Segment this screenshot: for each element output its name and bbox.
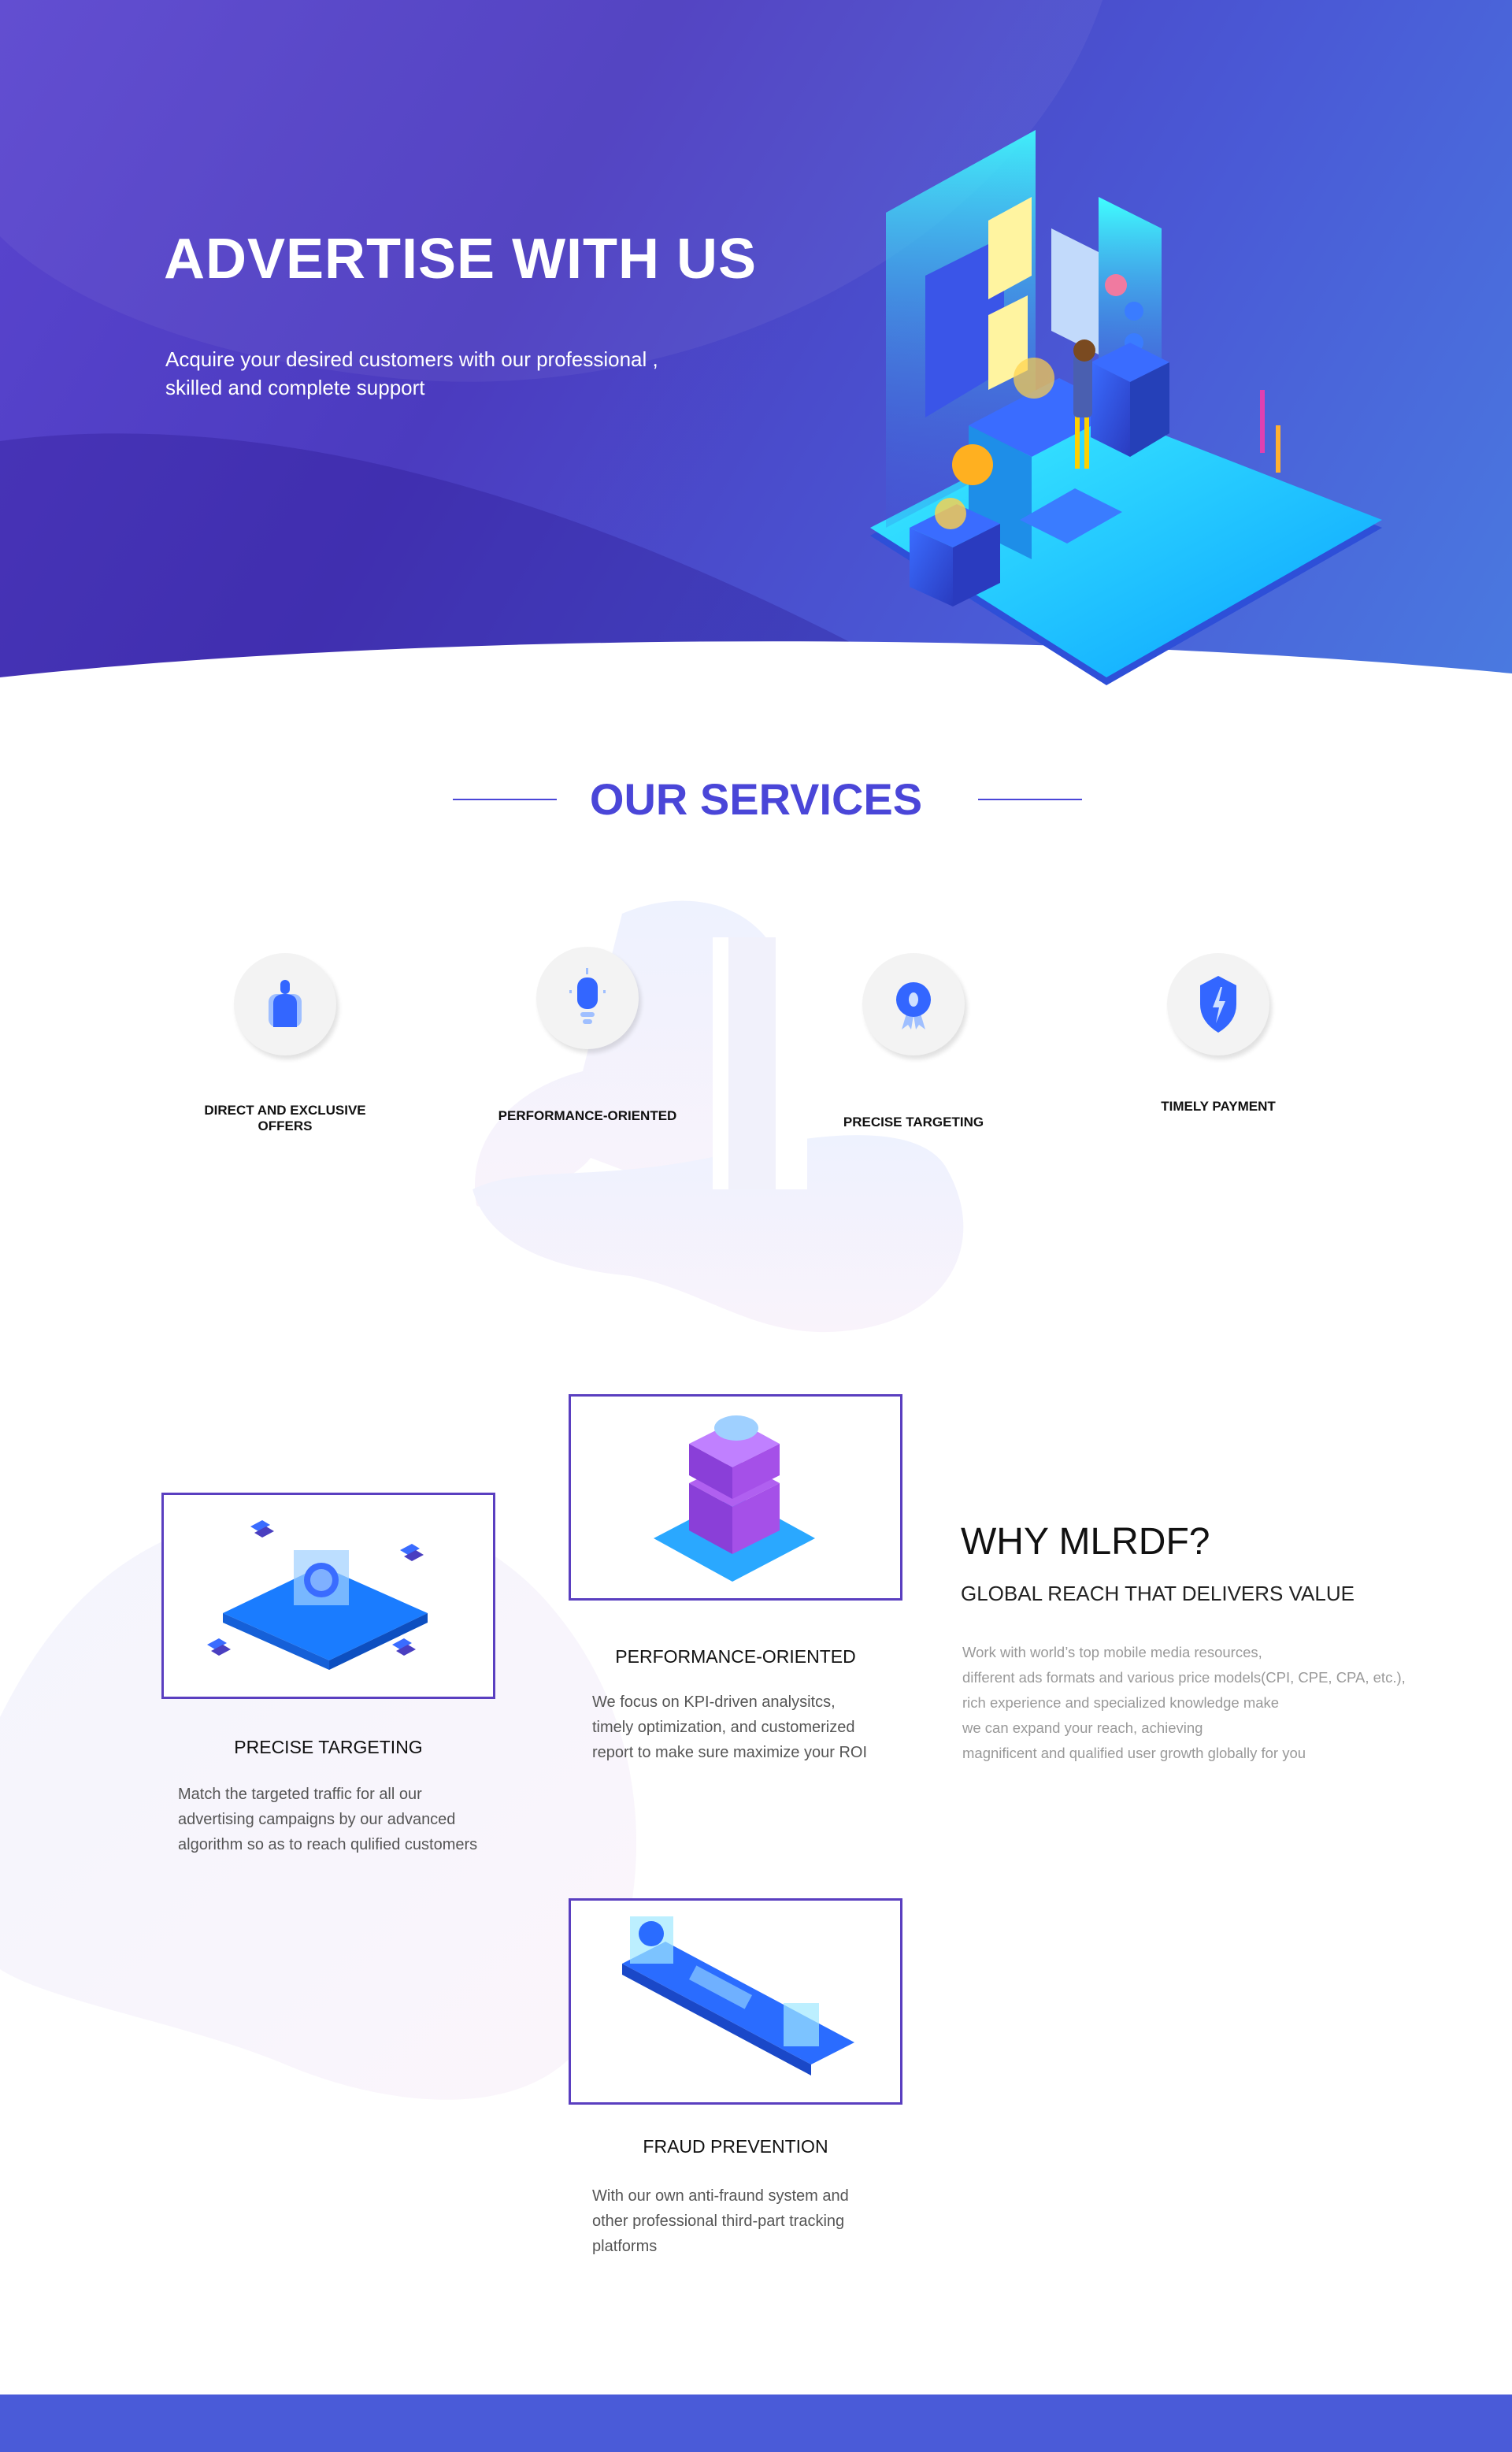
desc-line: We focus on KPI-driven analysitcs,	[592, 1693, 836, 1711]
footer-bar	[0, 2395, 1512, 2452]
desc-line: advertising campaigns by our advanced	[178, 1811, 456, 1828]
shield-lightning-icon	[1167, 953, 1269, 1055]
isometric-advertising-illustration	[870, 130, 1382, 685]
desc-line: platforms	[592, 2238, 658, 2255]
desc-line: timely optimization, and customerized	[592, 1719, 855, 1736]
desc-line: other professional third-part tracking	[592, 2213, 845, 2230]
desc-line: Match the targeted traffic for all our	[178, 1786, 422, 1803]
title-divider-left	[453, 799, 557, 800]
service-direct-exclusive-offers: DIRECT AND EXCLUSIVE OFFERS	[183, 953, 387, 1134]
hero-subtitle-line: Acquire your desired customers with our …	[165, 347, 658, 371]
service-label: PERFORMANCE-ORIENTED	[498, 1108, 677, 1123]
server-building-illustration	[654, 1415, 815, 1582]
feature-description: With our own anti-fraund system and othe…	[592, 2183, 849, 2259]
security-pipeline-illustration	[622, 1916, 854, 2075]
hero-background-waves	[0, 0, 1102, 693]
hero-subtitle: Acquire your desired customers with our …	[165, 345, 717, 402]
user-icon	[234, 953, 336, 1055]
why-body-line: different ads formats and various price …	[962, 1669, 1406, 1686]
lightbulb-icon	[536, 947, 639, 1049]
why-body: Work with world’s top mobile media resou…	[962, 1640, 1498, 1766]
hero-title: ADVERTISE WITH US	[164, 228, 758, 291]
why-body-line: rich experience and specialized knowledg…	[962, 1694, 1280, 1711]
feature-title: PRECISE TARGETING	[234, 1737, 423, 1757]
coin-platform-illustration	[207, 1520, 428, 1670]
desc-line: report to make sure maximize your ROI	[592, 1744, 867, 1761]
feature-card-precise-targeting	[161, 1493, 495, 1699]
hero-subtitle-line: skilled and complete support	[165, 376, 425, 399]
service-label: OFFERS	[258, 1118, 313, 1133]
service-label: PRECISE TARGETING	[843, 1115, 984, 1130]
feature-description: Match the targeted traffic for all our a…	[178, 1782, 477, 1857]
why-title: WHY MLRDF?	[961, 1521, 1210, 1563]
service-label: DIRECT AND EXCLUSIVE	[204, 1103, 366, 1118]
why-subtitle: GLOBAL REACH THAT DELIVERS VALUE	[961, 1582, 1354, 1605]
feature-card-performance-oriented	[569, 1394, 902, 1601]
service-label: TIMELY PAYMENT	[1161, 1099, 1276, 1114]
title-divider-right	[978, 799, 1082, 800]
why-body-line: magnificent and qualified user growth gl…	[962, 1745, 1306, 1761]
why-body-line: we can expand your reach, achieving	[962, 1719, 1203, 1736]
section-title-our-services: OUR SERVICES	[589, 774, 923, 824]
blob-stem	[728, 937, 776, 1189]
service-precise-targeting: PRECISE TARGETING	[811, 953, 1016, 1130]
desc-line: algorithm so as to reach qulified custom…	[178, 1836, 478, 1853]
feature-title: PERFORMANCE-ORIENTED	[615, 1646, 856, 1667]
badge-icon	[862, 953, 965, 1055]
feature-description: We focus on KPI-driven analysitcs, timel…	[592, 1690, 867, 1765]
desc-line: With our own anti-fraund system and	[592, 2187, 849, 2205]
feature-title: FRAUD PREVENTION	[643, 2136, 828, 2157]
feature-card-fraud-prevention	[569, 1898, 902, 2105]
service-timely-payment: TIMELY PAYMENT	[1116, 953, 1321, 1115]
why-body-line: Work with world’s top mobile media resou…	[962, 1644, 1262, 1660]
service-performance-oriented: PERFORMANCE-ORIENTED	[485, 947, 690, 1124]
